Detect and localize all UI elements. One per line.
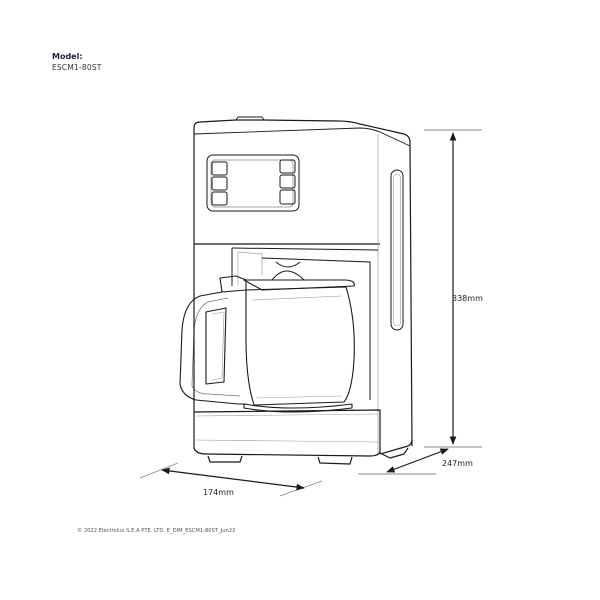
- depth-dimension: [358, 448, 449, 475]
- model-label: Model:: [52, 52, 83, 61]
- copyright-notice: © 2022 Electrolux S.E.A PTE. LTD. E_DIM_…: [77, 528, 236, 534]
- left-buttons: [211, 161, 228, 206]
- machine-base: [193, 244, 413, 465]
- model-info: Model: ESCM1-80ST: [52, 51, 102, 73]
- height-dimension: [424, 129, 482, 448]
- machine-body: [193, 116, 413, 456]
- control-panel: [206, 154, 300, 212]
- carafe: [179, 275, 355, 413]
- filter-housing: [231, 247, 379, 400]
- right-buttons: [279, 159, 296, 205]
- width-dimension-label: 174mm: [203, 488, 234, 497]
- depth-dimension-label: 247mm: [442, 459, 473, 468]
- height-dimension-label: 338mm: [452, 294, 483, 303]
- water-window: [390, 169, 404, 331]
- model-number: ESCM1-80ST: [52, 63, 102, 72]
- width-dimension: [139, 462, 323, 497]
